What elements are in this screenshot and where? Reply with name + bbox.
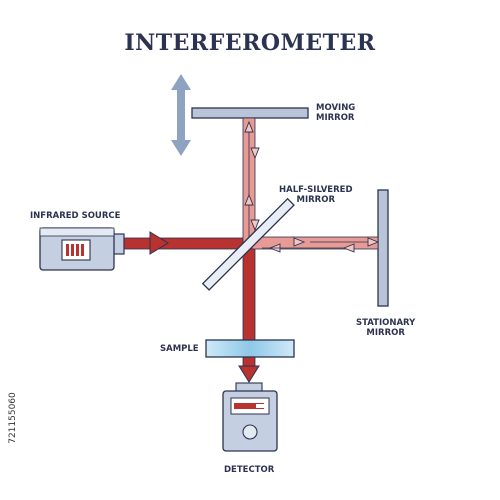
arm-arrows-right: [293, 237, 380, 247]
output-beam-arrowhead: [238, 365, 260, 383]
detector-device: [222, 382, 278, 452]
stationary-mirror: [377, 189, 389, 307]
label-detector: DETECTOR: [224, 465, 275, 475]
label-sample: SAMPLE: [160, 344, 199, 354]
label-infrared-source: INFRARED SOURCE: [30, 211, 121, 221]
moving-mirror: [191, 107, 309, 119]
detector-dial-icon: [242, 424, 258, 440]
incident-beam: [119, 237, 249, 250]
arm-arrows-down: [250, 147, 260, 232]
half-silvered-mirror: [201, 197, 295, 291]
sample-slide: [205, 339, 295, 358]
stock-id: 721155060: [8, 392, 18, 444]
source-indicator-icon: [66, 244, 84, 256]
motion-arrow-icon: [171, 74, 191, 156]
page-title: INTERFEROMETER: [124, 30, 376, 56]
incident-beam-arrowhead: [149, 231, 169, 255]
infrared-source-device: [39, 227, 125, 271]
